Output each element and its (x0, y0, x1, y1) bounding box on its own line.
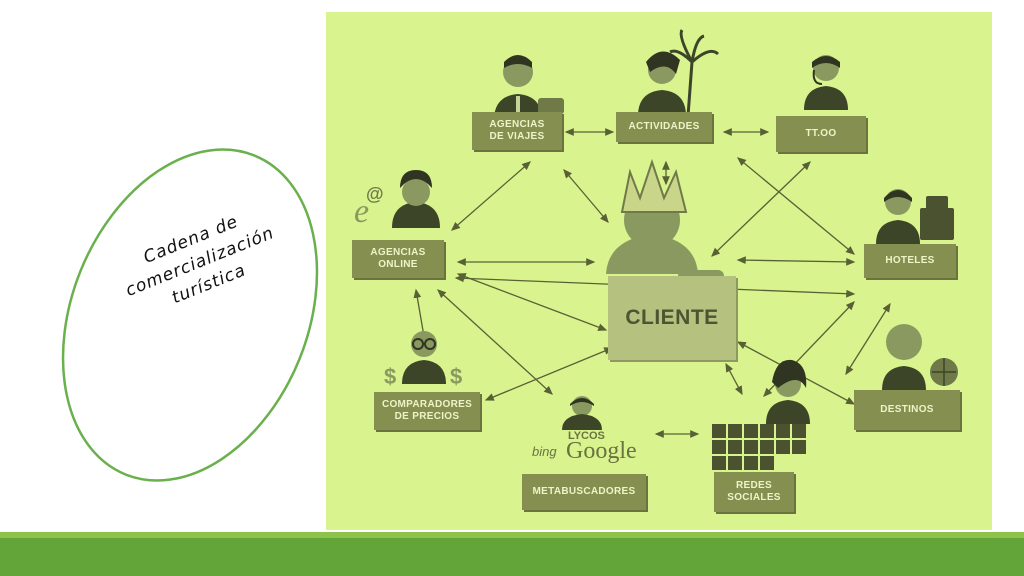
person-comparadores-icon: $ $ (384, 331, 462, 389)
arrow-hoteles-destinos (845, 302, 891, 376)
arrow-online-cliente-2 (456, 273, 608, 331)
person-redes-sociales-icon (766, 359, 810, 424)
arrow-comparadores-cliente (484, 347, 614, 401)
diagram-panel: e @ $ $ (326, 12, 992, 530)
arrow-agencias-cliente (563, 169, 609, 223)
svg-text:@: @ (366, 184, 384, 204)
social-icons-grid-icon (712, 424, 806, 470)
cliente-label: CLIENTE (625, 306, 719, 329)
person-destinos-icon (882, 324, 958, 390)
node-cliente: CLIENTE (608, 276, 736, 360)
cliente-figure-icon (606, 158, 724, 290)
bing-logo: bing (532, 444, 557, 459)
arrow-actividades-hoteles (736, 157, 856, 255)
person-agencias-viajes-icon (494, 55, 564, 120)
node-metabuscadores: METABUSCADORES (522, 474, 646, 510)
arrow-cliente-hoteles (736, 256, 856, 266)
node-hoteles: HOTELES (864, 244, 956, 278)
title-oval (61, 148, 319, 482)
footer-bar (0, 538, 1024, 576)
person-hoteles-icon (876, 189, 954, 244)
person-agencias-online-icon: e @ (354, 170, 440, 230)
node-agencias-online: AGENCIAS ONLINE (352, 240, 444, 278)
person-actividades-icon (638, 29, 720, 117)
node-actividades: ACTIVIDADES (616, 112, 712, 142)
svg-text:$: $ (450, 364, 462, 389)
svg-text:$: $ (384, 364, 396, 389)
svg-text:e: e (354, 193, 369, 230)
node-comparadores-de-precios: COMPARADORES DE PRECIOS (374, 392, 480, 430)
person-metabuscadores-icon (562, 396, 602, 430)
node-agencias-de-viajes: AGENCIAS DE VIAJES (472, 112, 562, 150)
search-engine-logos: LYCOS Google bing (530, 430, 642, 472)
google-logo: Google (566, 438, 637, 464)
arrow-cliente-redes (725, 362, 743, 396)
arrow-agencias-online (451, 161, 531, 231)
footer-accent-line (0, 532, 1024, 538)
node-tt-oo: TT.OO (776, 116, 866, 152)
arrow-ttoo-cliente (711, 161, 811, 257)
person-ttoo-icon (804, 55, 848, 110)
node-redes-sociales: REDES SOCIALES (714, 472, 794, 512)
node-destinos: DESTINOS (854, 390, 960, 430)
lycos-logo: LYCOS (568, 430, 605, 442)
